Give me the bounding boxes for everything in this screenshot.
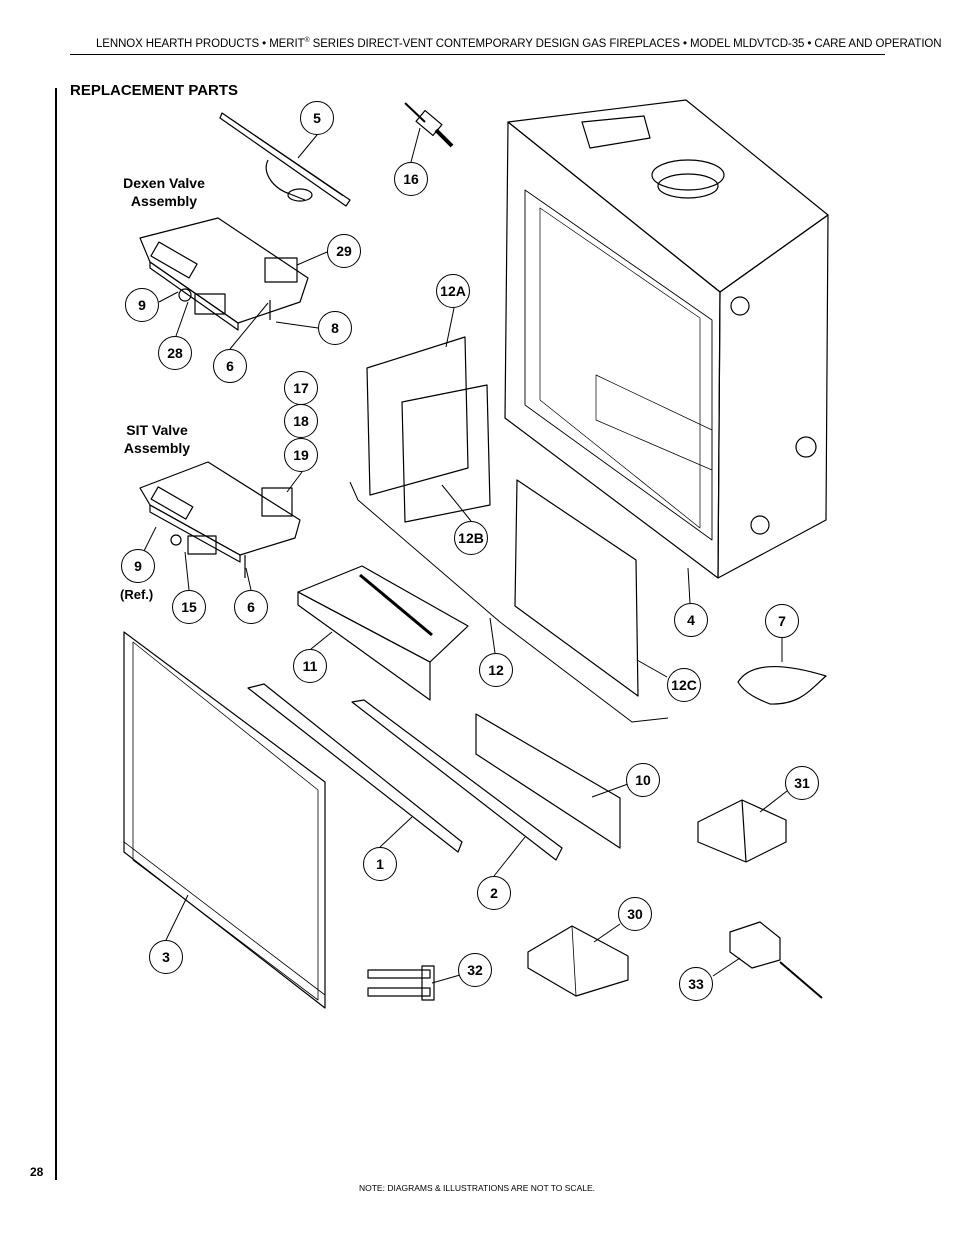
margin-rule — [55, 88, 57, 1180]
callout-12c: 12C — [667, 668, 701, 702]
callout-1: 1 — [363, 847, 397, 881]
burner-illustration — [219, 112, 351, 207]
burner-tray-illustration — [297, 565, 469, 701]
page-number: 28 — [30, 1165, 44, 1179]
callout-11: 11 — [293, 649, 327, 683]
callout-3: 3 — [149, 940, 183, 974]
header-text-b: SERIES DIRECT-VENT CONTEMPORARY DESIGN G… — [309, 37, 942, 50]
firebox-illustration — [504, 99, 829, 579]
callout-15: 15 — [172, 590, 206, 624]
callout-28: 28 — [158, 336, 192, 370]
callout-9-dexen: 9 — [125, 288, 159, 322]
callout-32: 32 — [458, 953, 492, 987]
callout-10: 10 — [626, 763, 660, 797]
callout-5: 5 — [300, 101, 334, 135]
callout-6-sit: 6 — [234, 590, 268, 624]
receiver-illustration — [729, 921, 823, 999]
sit-valve-label-line1: SIT Valve — [126, 422, 188, 438]
callout-4: 4 — [674, 603, 708, 637]
callout-16: 16 — [394, 162, 428, 196]
side-panels-illustration — [366, 336, 491, 523]
callout-7: 7 — [765, 604, 799, 638]
callout-33: 33 — [679, 967, 713, 1001]
header-rule — [70, 54, 885, 55]
wire-harness-illustration — [367, 965, 435, 1001]
callout-8: 8 — [318, 311, 352, 345]
dexen-valve-label-line1: Dexen Valve — [123, 175, 205, 191]
callout-30: 30 — [618, 897, 652, 931]
callout-2: 2 — [477, 876, 511, 910]
callout-12a: 12A — [436, 274, 470, 308]
rear-panel-illustration — [514, 479, 639, 697]
trim-pieces-illustration — [247, 683, 563, 861]
pilot-igniter-illustration — [404, 102, 454, 148]
header-text-a: LENNOX HEARTH PRODUCTS • MERIT — [96, 37, 305, 50]
sit-valve-illustration — [139, 461, 301, 578]
callout-17: 17 — [284, 371, 318, 405]
dexen-valve-illustration — [139, 217, 309, 331]
callout-19: 19 — [284, 438, 318, 472]
ember-illustration — [737, 666, 827, 705]
callout-12b: 12B — [454, 521, 488, 555]
callout-31: 31 — [785, 766, 819, 800]
battery-holder-illustration — [697, 799, 787, 863]
dexen-valve-label-line2: Assembly — [130, 193, 198, 209]
sit-valve-label: SIT Valve Assembly — [110, 421, 204, 457]
baffle-illustration — [475, 713, 621, 849]
control-module-illustration — [527, 925, 629, 997]
sit-valve-label-line2: Assembly — [123, 440, 191, 456]
registered-mark: ® — [304, 37, 310, 44]
leader-lines — [143, 127, 788, 984]
scale-footnote: NOTE: DIAGRAMS & ILLUSTRATIONS ARE NOT T… — [358, 1183, 595, 1193]
ref-note: (Ref.) — [120, 587, 154, 602]
callout-12: 12 — [479, 653, 513, 687]
glass-frame-illustration — [123, 631, 326, 1009]
panel-group-line — [349, 481, 669, 723]
callout-18: 18 — [284, 404, 318, 438]
callout-29: 29 — [327, 234, 361, 268]
callout-9-sit: 9 — [121, 549, 155, 583]
dexen-valve-label: Dexen Valve Assembly — [112, 174, 216, 210]
page-header: LENNOX HEARTH PRODUCTS • MERIT® SERIES D… — [96, 37, 942, 50]
callout-6-dexen: 6 — [213, 349, 247, 383]
section-title: REPLACEMENT PARTS — [70, 82, 239, 99]
